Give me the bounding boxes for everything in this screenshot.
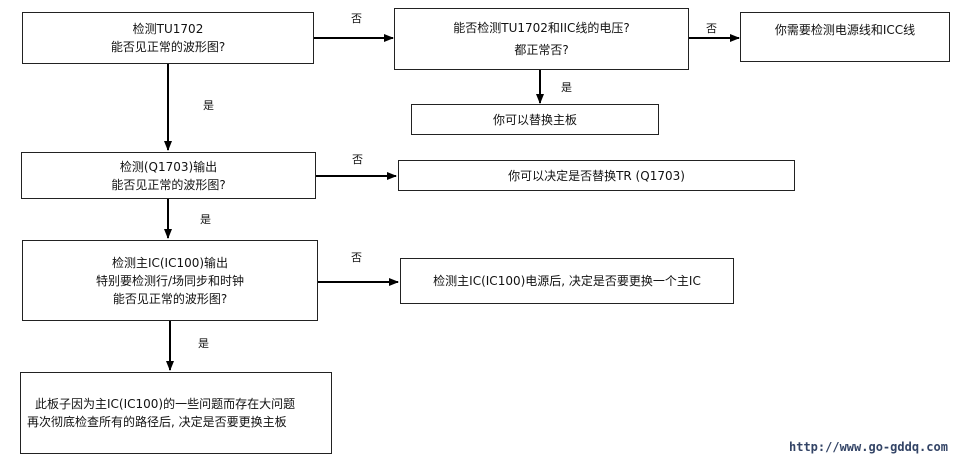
- edge-label-no: 否: [352, 153, 363, 166]
- box-line: 能否见正常的波形图?: [112, 291, 228, 306]
- box-line: 你可以决定是否替换TR (Q1703): [508, 168, 685, 183]
- box-line: 能否见正常的波形图?: [110, 40, 226, 54]
- box-line: 检测主IC(IC100)电源后, 决定是否要更换一个主IC: [433, 274, 701, 288]
- box-line: 你可以替换主板: [492, 112, 577, 127]
- edge-label-yes: 是: [200, 213, 211, 226]
- box-line: 检测主IC(IC100)输出: [111, 255, 229, 270]
- edge-label-yes: 是: [198, 337, 209, 350]
- box-check-voltage: 能否检测TU1702和IIC线的电压? 都正常否?: [394, 8, 689, 70]
- box-line: 再次彻底检查所有的路径后, 决定是否要更换主板: [27, 415, 287, 429]
- box-check-ic100-power: 检测主IC(IC100)电源后, 决定是否要更换一个主IC: [400, 258, 734, 304]
- box-line: 检测(Q1703)输出: [119, 159, 218, 174]
- box-line: 你需要检测电源线和ICC线: [774, 23, 916, 37]
- box-final-note: 此板子因为主IC(IC100)的一些问题而存在大问题 再次彻底检查所有的路径后,…: [20, 372, 332, 454]
- box-line: 特别要检测行/场同步和时钟: [95, 273, 245, 288]
- box-check-ic100: 检测主IC(IC100)输出 特别要检测行/场同步和时钟 能否见正常的波形图?: [22, 240, 318, 321]
- box-check-power-icc: 你需要检测电源线和ICC线: [740, 12, 950, 62]
- box-check-q1703: 检测(Q1703)输出 能否见正常的波形图?: [21, 152, 316, 199]
- edge-label-no: 否: [351, 251, 362, 264]
- edge-label-no: 否: [351, 12, 362, 25]
- site-watermark: http://www.go-gddq.com: [789, 440, 948, 454]
- box-line: 此板子因为主IC(IC100)的一些问题而存在大问题: [35, 397, 296, 411]
- edge-label-yes: 是: [203, 99, 214, 112]
- box-line: 都正常否?: [514, 43, 569, 57]
- box-line: 能否检测TU1702和IIC线的电压?: [453, 21, 630, 35]
- box-check-tu1702: 检测TU1702 能否见正常的波形图?: [22, 12, 314, 64]
- box-replace-board: 你可以替换主板: [411, 104, 659, 135]
- edge-label-yes: 是: [561, 81, 572, 94]
- box-replace-tr: 你可以决定是否替换TR (Q1703): [398, 160, 795, 191]
- box-line: 检测TU1702: [132, 22, 204, 36]
- box-line: 能否见正常的波形图?: [111, 177, 226, 192]
- edge-label-no: 否: [706, 22, 717, 35]
